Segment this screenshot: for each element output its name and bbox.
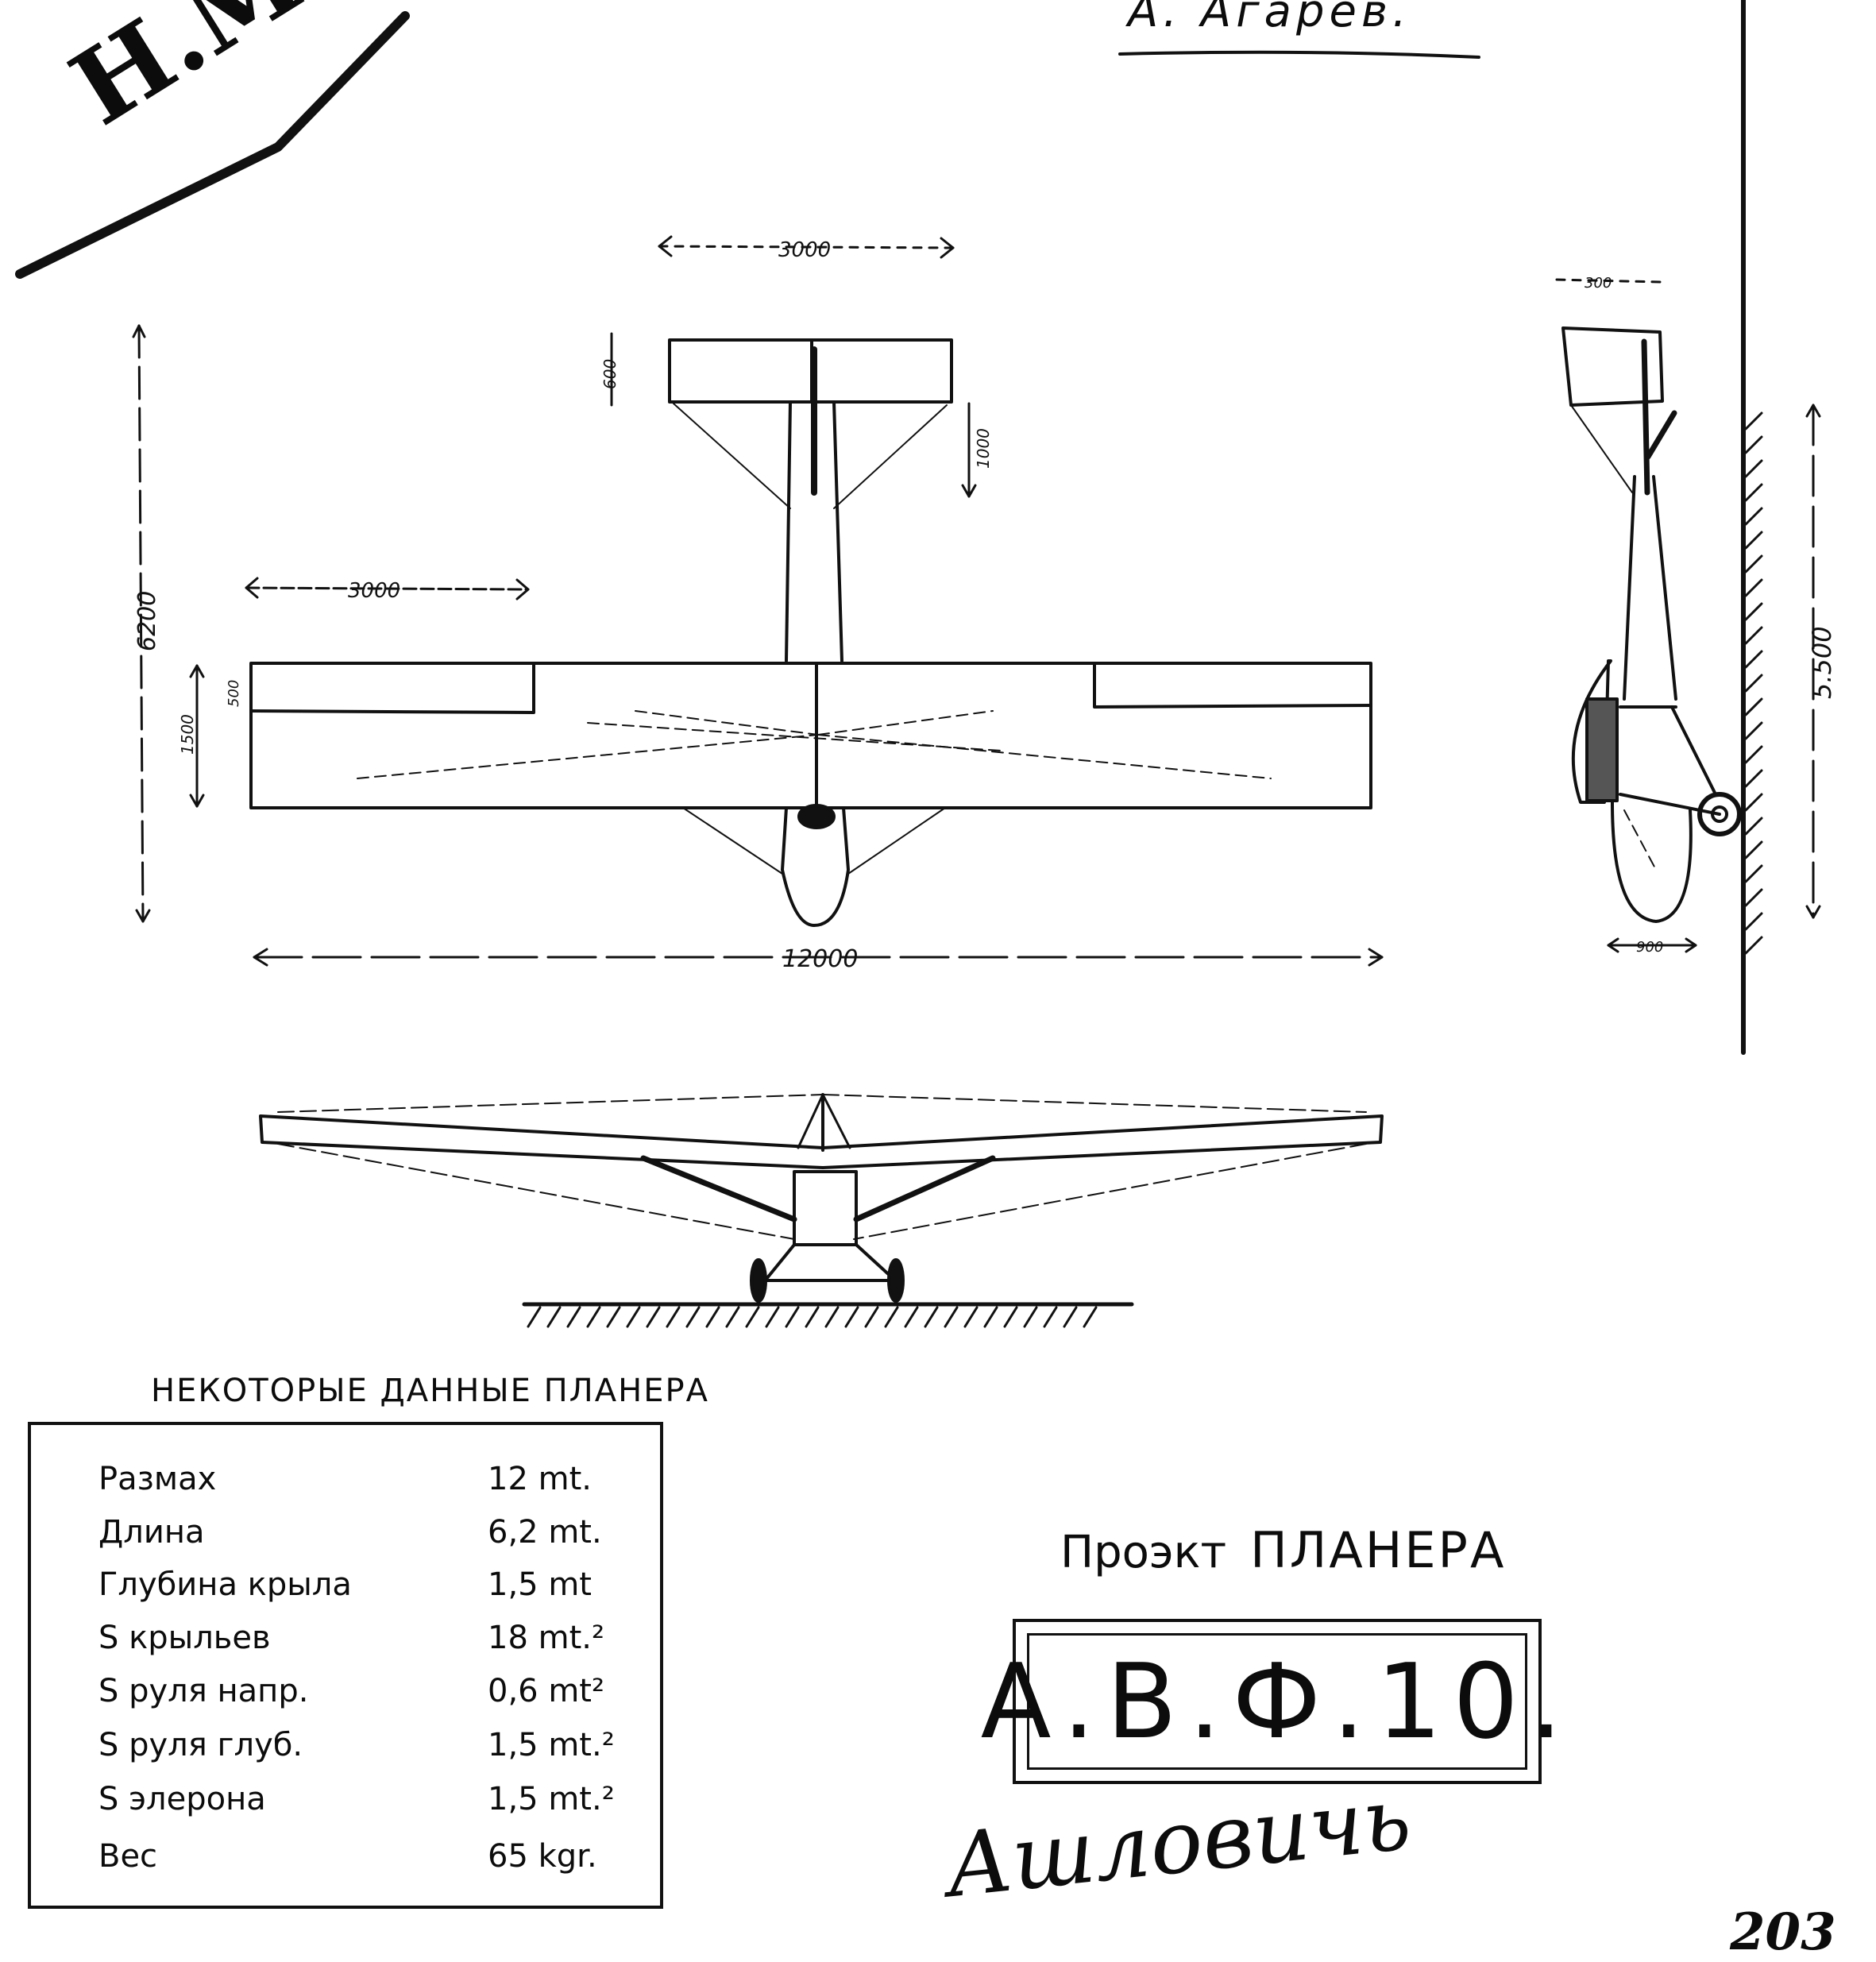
row-value: 1,5 mt [488,1566,592,1603]
table-row: S крыльев 18 mt.² [98,1620,654,1667]
project-prefix: Проэкт [1060,1527,1227,1578]
heading-underline [1118,50,1480,59]
designation-text: А.В.Ф.10. [980,1641,1574,1762]
plan-aileron-left [249,662,535,714]
front-wheel-left [750,1258,767,1303]
dim-chord: 1500 [178,714,197,755]
table-row: Вес 65 kgr. [98,1838,654,1886]
row-value: 0,6 mt² [488,1673,605,1709]
side-dimensions [1555,278,1821,953]
row-value: 1,5 mt.² [488,1727,615,1763]
front-view [259,1093,1384,1307]
dim-side-bottom: 900 [1636,939,1663,956]
ground-hatching [527,1306,1098,1328]
plan-nose [781,806,850,927]
table-row: Глубина крыла 1,5 mt [98,1566,654,1614]
row-label: Глубина крыла [98,1566,352,1603]
data-table: Размах 12 mt. Длина 6,2 mt. Глубина крыл… [28,1422,663,1909]
table-row: Длина 6,2 mt. [98,1514,654,1562]
row-value: 1,5 mt.² [488,1781,615,1817]
dim-tail-arm: 1000 [974,428,993,469]
dim-total-span: 12000 [782,945,858,973]
front-wheel-right [887,1258,905,1303]
plan-view [249,338,1372,927]
table-row: Размах 12 mt. [98,1461,654,1508]
corner-stroke [15,11,410,279]
plan-dimensions [132,235,1384,967]
row-value: 65 kgr. [488,1838,597,1875]
row-label: Размах [98,1461,217,1497]
row-label: S элерона [98,1781,266,1817]
side-wheel [1697,792,1742,836]
row-value: 18 mt.² [488,1620,605,1656]
project-word: ПЛАНЕРА [1250,1521,1507,1579]
table-row: S руля напр. 0,6 mt² [98,1673,654,1721]
project-title: Проэкт ПЛАНЕРА [1060,1521,1506,1579]
dim-length: 6200 [133,591,161,651]
table-title: НЕКОТОРЫЕ ДАННЫЕ ПЛАНЕРА [151,1373,709,1409]
row-label: Вес [98,1838,158,1875]
dim-side-top: 300 [1585,275,1612,292]
designation-plate-inner: А.В.Ф.10. [981,1633,1562,1770]
dim-side-height: 5.500 [1807,626,1837,699]
row-value: 6,2 mt. [488,1514,602,1551]
side-view [1561,326,1742,923]
dim-aileron: 500 [226,680,242,707]
plan-aileron-right [1093,662,1372,709]
author-heading: А. Агарев. [1128,0,1411,37]
row-label: S руля напр. [98,1673,309,1709]
row-label: Длина [98,1514,205,1551]
row-value: 12 mt. [488,1461,592,1497]
row-label: S руля глуб. [98,1727,303,1763]
row-label: S крыльев [98,1620,271,1656]
designation-plate: А.В.Ф.10. [981,1619,1562,1784]
dim-tail-depth: 600 [600,359,620,389]
table-row: S элерона 1,5 mt.² [98,1781,654,1829]
dim-tail-span: 3000 [778,238,831,262]
dim-wing-left: 3000 [348,579,400,603]
wall-hatching [1744,411,1763,955]
page-number: 203 [1730,1902,1836,1962]
table-row: S руля глуб. 1,5 mt.² [98,1727,654,1775]
front-fuselage [793,1170,858,1246]
